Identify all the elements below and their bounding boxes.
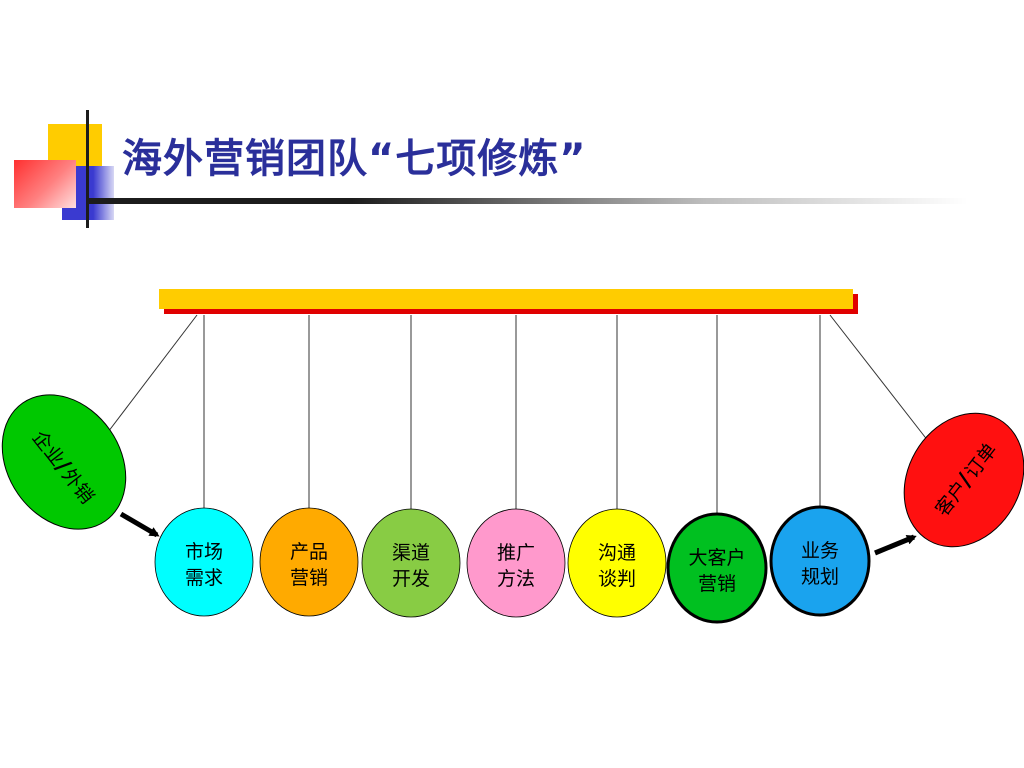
right-node-string [829, 314, 933, 447]
deco-vertical-line [86, 110, 89, 228]
right-node-ellipse [903, 412, 1024, 548]
skill-ball-label-line1: 产品 [290, 541, 328, 563]
skill-ball-label-line2: 开发 [392, 568, 430, 590]
title-rule [88, 198, 968, 204]
skill-ball-label-line1: 大客户 [688, 547, 745, 569]
skill-ball-ellipse [769, 505, 871, 617]
skill-ball-ellipse [666, 512, 768, 624]
skill-ball-label-line1: 沟通 [598, 542, 636, 564]
left-node-ellipse [1, 394, 127, 530]
arrow-into-chain [119, 511, 160, 538]
left-node-string [104, 314, 198, 437]
cradle-bar [159, 289, 853, 309]
skill-ball-label-line1: 渠道 [392, 542, 430, 564]
skill-ball-ellipse [466, 508, 566, 618]
skill-ball-ellipse [259, 507, 359, 617]
left-node: 企业 / 外销 [1, 394, 127, 530]
skill-ball-label-line2: 谈判 [598, 568, 636, 590]
skill-ball-label-line1: 业务 [801, 540, 839, 562]
skill-ball-ellipse [154, 507, 254, 617]
skill-ball-label-line2: 营销 [290, 567, 328, 589]
skill-ball-ellipse [361, 508, 461, 618]
skill-ball-label-line1: 推广 [497, 542, 535, 564]
skill-ball-label-line1: 市场 [185, 541, 223, 563]
right-node: 客户 / 订单 [903, 412, 1024, 548]
slide-title: 海外营销团队“七项修炼” [122, 136, 587, 182]
skill-ball-label-line2: 需求 [185, 567, 223, 589]
skill-ball-ellipse [567, 508, 667, 618]
skill-ball-label-line2: 规划 [801, 566, 839, 588]
deco-red-square [14, 160, 76, 208]
skill-ball-label-line2: 方法 [497, 568, 535, 590]
skill-ball-label-line2: 营销 [698, 573, 736, 595]
arrow-out-of-chain [874, 534, 917, 556]
